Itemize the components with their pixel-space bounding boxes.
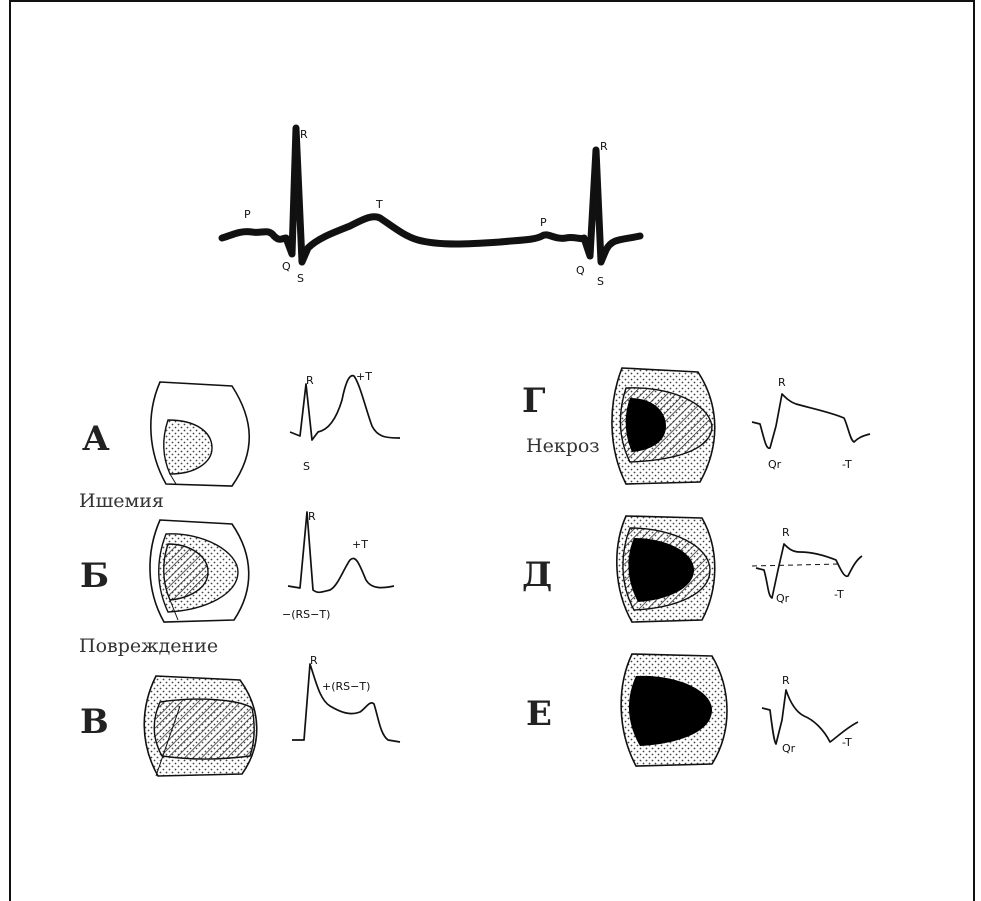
ecg-label-st: +(RS−T): [322, 680, 370, 693]
ecg-label-st: −(RS−T): [282, 608, 330, 621]
ecg-label-q: Qr: [768, 458, 782, 471]
ecg-label-t: -T: [842, 736, 852, 749]
panel-caption: Повреждение: [79, 635, 218, 657]
ecg-complex: R Qr -T: [752, 376, 870, 471]
ecg-label-q: Q: [282, 260, 291, 273]
panel-v: В R +(RS−T): [80, 654, 400, 776]
panel-d: Д R Qr -T: [522, 516, 862, 622]
panel-letter: А: [82, 419, 110, 459]
ecg-label-t: +T: [356, 370, 372, 383]
panel-a: А Ишемия R +T S: [79, 370, 400, 512]
ecg-label-q: Qr: [782, 742, 796, 755]
ecg-complex: R +(RS−T): [292, 654, 400, 742]
ecg-label-r: R: [308, 510, 316, 523]
panel-caption: Некроз: [526, 435, 600, 457]
heart-wall-diagram: [617, 516, 715, 622]
panel-caption: Ишемия: [79, 490, 164, 512]
ecg-label-t: -T: [834, 588, 844, 601]
ecg-label-r: R: [600, 140, 608, 153]
ecg-label-t: +T: [352, 538, 368, 551]
ecg-label-r: R: [782, 526, 790, 539]
ecg-label-s: S: [303, 460, 310, 473]
heart-wall-diagram: [151, 382, 249, 486]
ecg-label-q: Q: [576, 264, 585, 277]
ecg-label-r: R: [782, 674, 790, 687]
heart-wall-diagram: [621, 654, 727, 766]
ecg-label-r: R: [306, 374, 314, 387]
ecg-label-s: S: [297, 272, 304, 285]
heart-wall-diagram: [144, 676, 257, 776]
ecg-label-r: R: [778, 376, 786, 389]
ecg-complex: R Qr -T: [752, 526, 862, 605]
ecg-complex: R +T −(RS−T): [282, 510, 394, 621]
ecg-label-s: S: [597, 275, 604, 288]
ecg-label-q: Qr: [776, 592, 790, 605]
ecg-complex: R +T S: [290, 370, 400, 473]
panel-e: Е R Qr -T: [526, 654, 858, 766]
main-ecg-trace: P R Q S T P R Q S: [222, 128, 640, 288]
ecg-label-p: P: [540, 216, 547, 229]
panel-letter: В: [80, 702, 109, 742]
panel-letter: Д: [522, 555, 552, 595]
panel-letter: Е: [526, 694, 552, 734]
heart-wall-diagram: [612, 368, 715, 484]
panel-letter: Г: [522, 381, 546, 421]
panel-b: Б Повреждение R +T −(RS−T): [79, 510, 394, 657]
ecg-label-t: T: [375, 198, 383, 211]
ecg-label-r: R: [300, 128, 308, 141]
ecg-label-p: P: [244, 208, 251, 221]
ecg-complex: R Qr -T: [762, 674, 858, 755]
panel-g: Г Некроз R Qr -T: [522, 368, 870, 484]
ecg-label-t: -T: [842, 458, 852, 471]
ecg-label-r: R: [310, 654, 318, 667]
panel-letter: Б: [80, 556, 109, 596]
heart-wall-diagram: [150, 520, 249, 622]
